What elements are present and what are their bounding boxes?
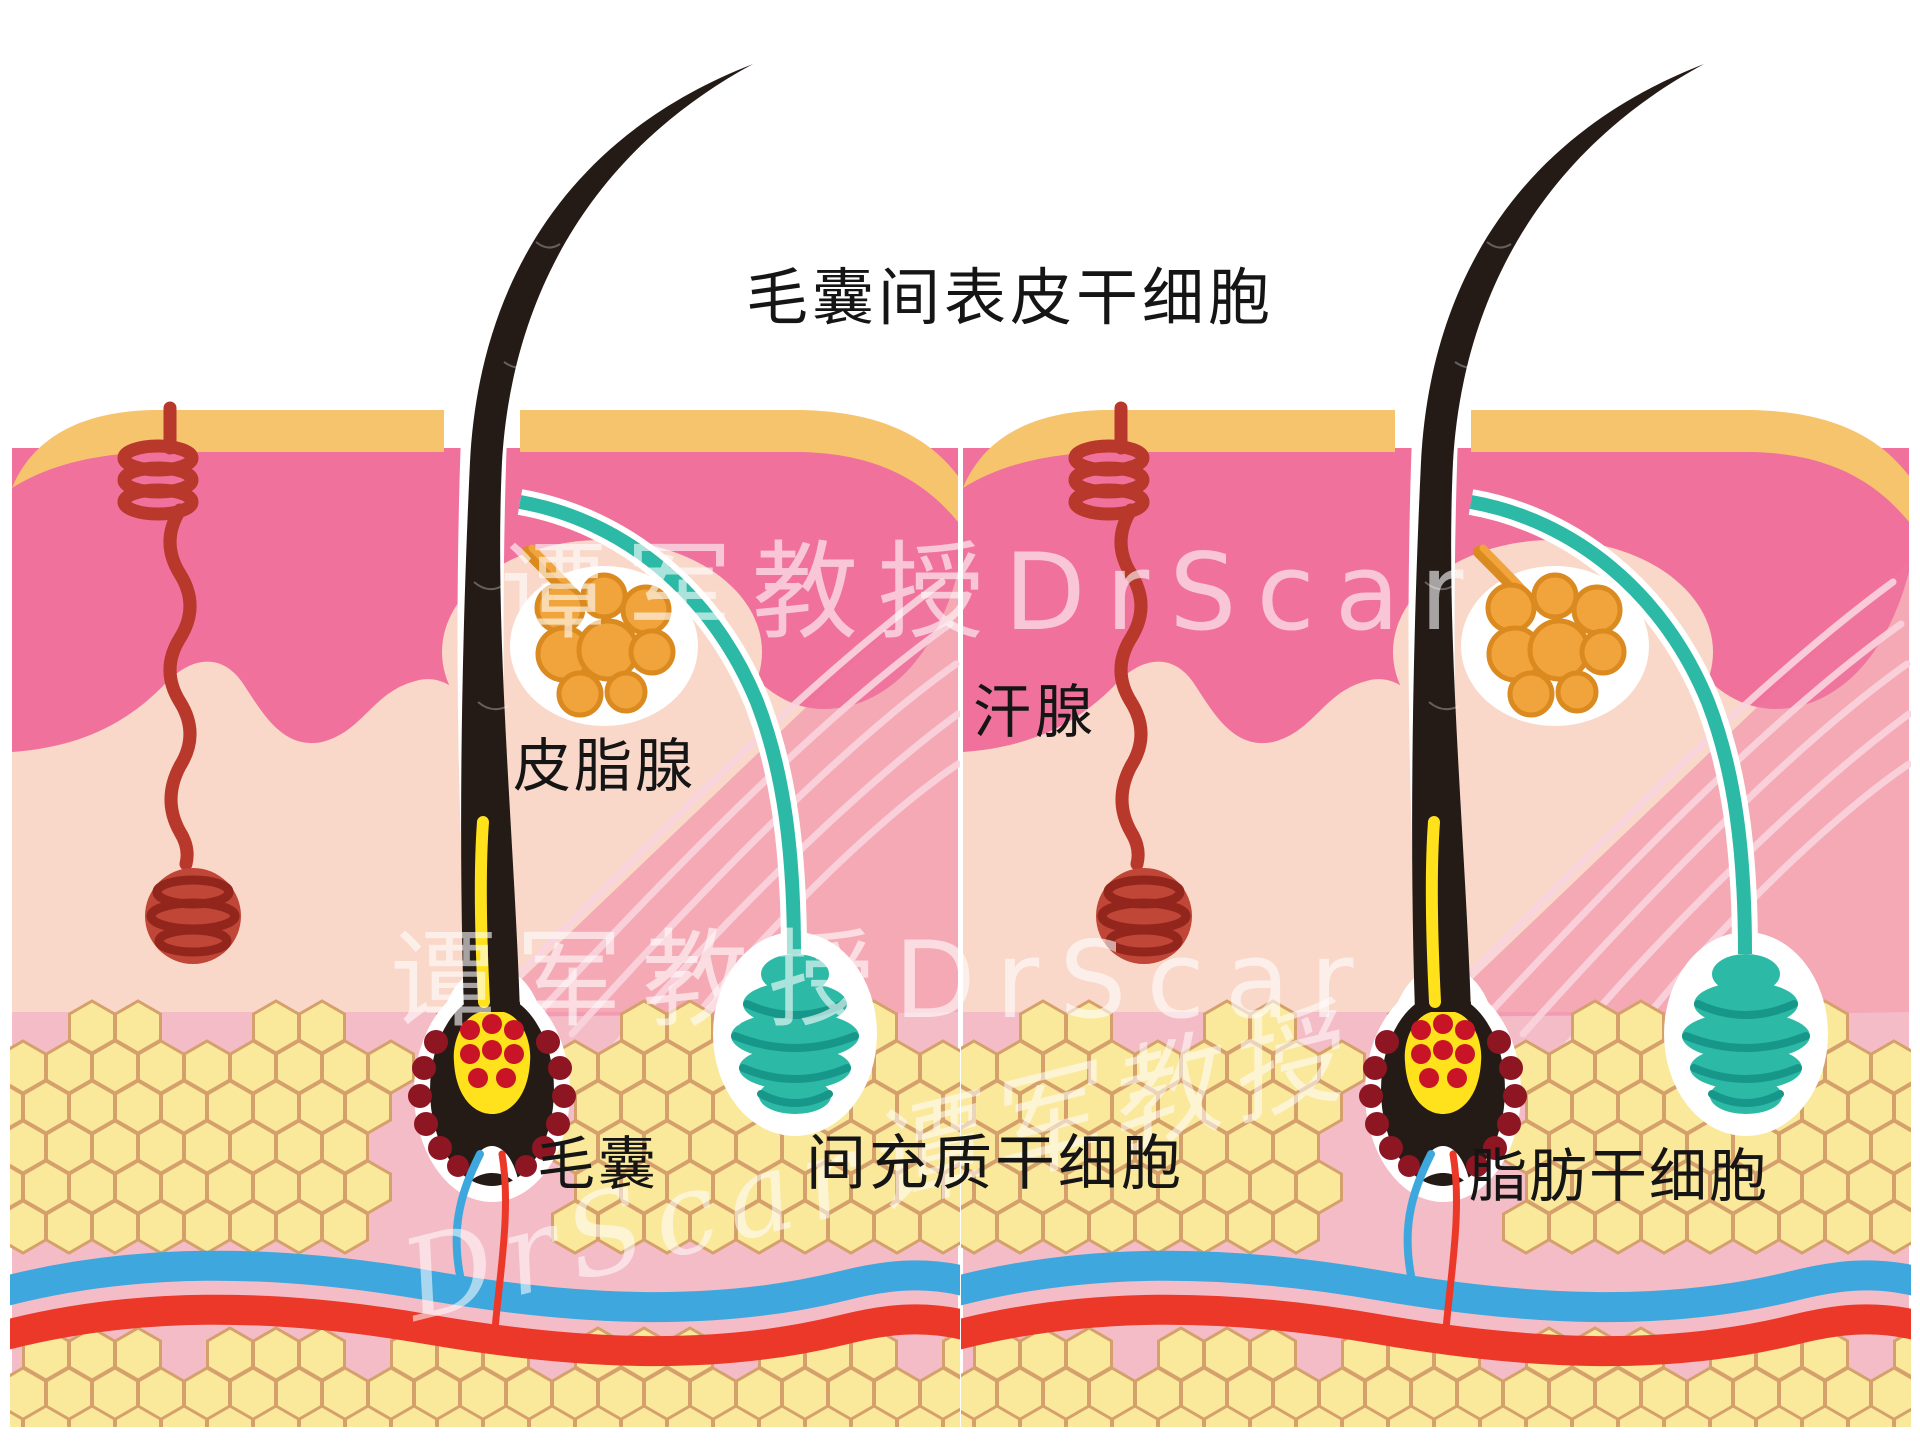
label-hair-follicle: 毛囊: [537, 1132, 660, 1197]
watermark-row1: 谭军教授DrScar: [500, 531, 1484, 654]
label-interfollicular-epidermal-stem-cells: 毛囊间表皮干细胞: [746, 264, 1275, 333]
label-adipose-stem-cells: 脂肪干细胞: [1469, 1144, 1770, 1209]
label-mesenchymal-stem-cells: 间充质干细胞: [806, 1130, 1184, 1197]
watermark-row2: 谭军教授DrScar: [390, 919, 1374, 1042]
label-sweat-gland: 汗腺: [973, 680, 1098, 745]
label-sebaceous-gland: 皮脂腺: [513, 734, 697, 799]
